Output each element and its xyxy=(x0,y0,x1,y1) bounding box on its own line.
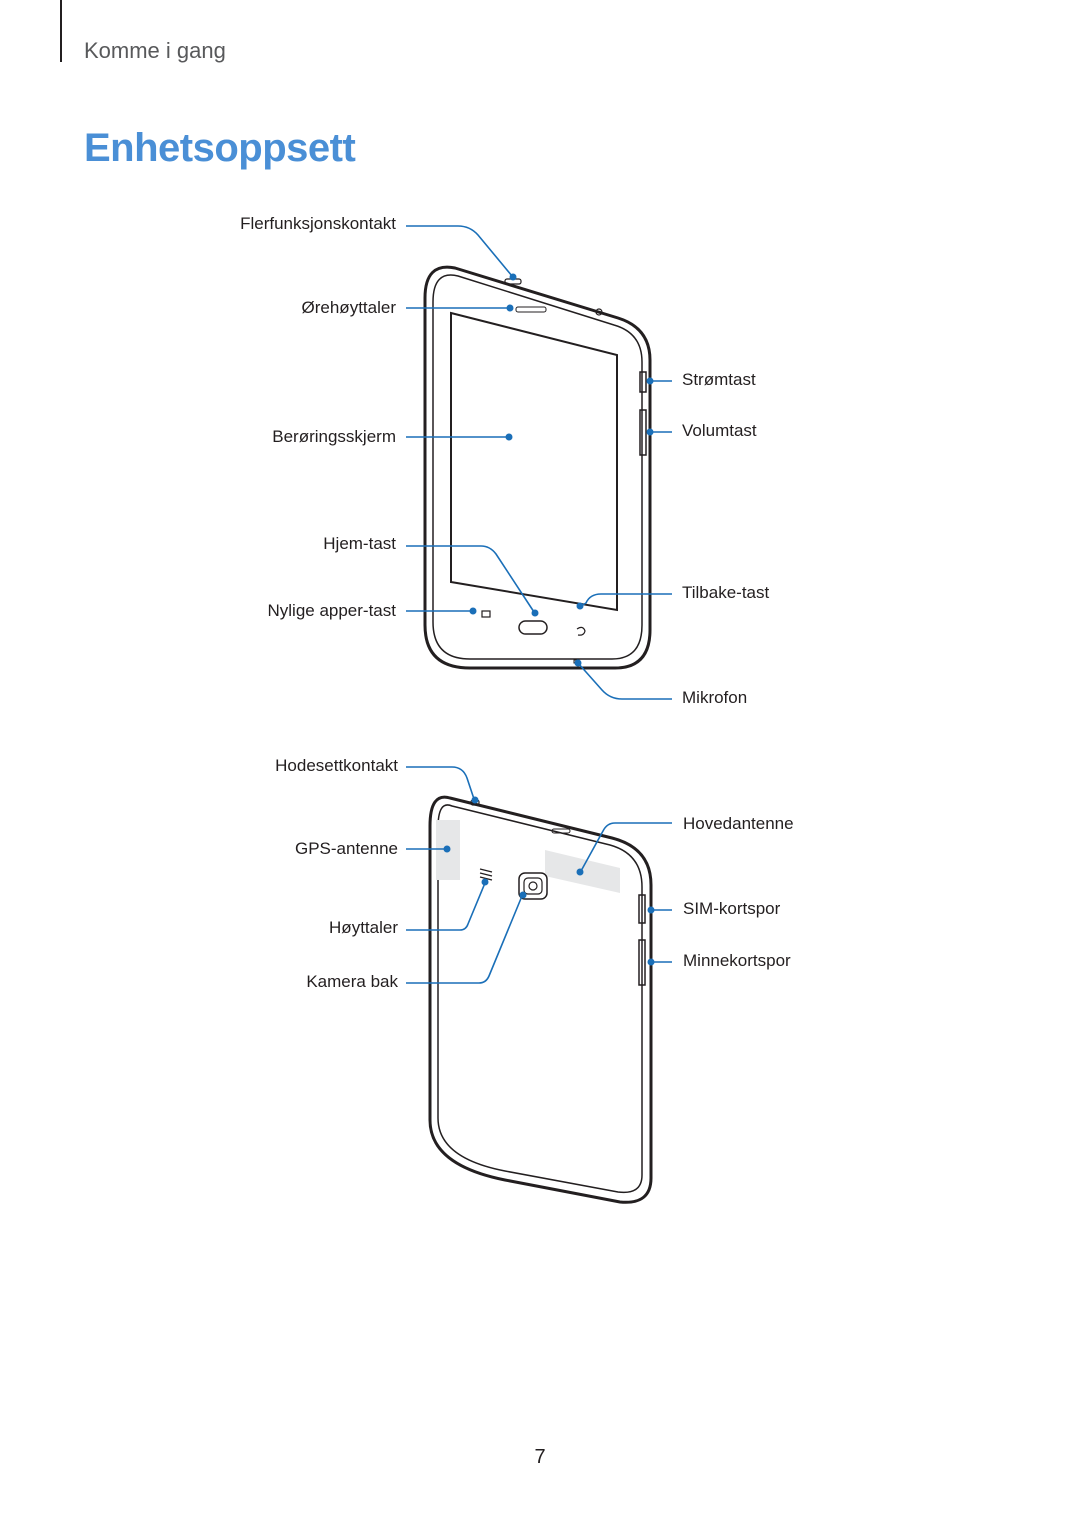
callout-lines xyxy=(406,225,672,984)
callout-main-antenna xyxy=(580,822,672,872)
camera-module xyxy=(518,872,548,900)
dot-power xyxy=(646,377,654,385)
front-outer-body xyxy=(423,265,652,670)
back-inner-edge xyxy=(437,804,643,1194)
camera-lens xyxy=(528,881,538,891)
power-key-shape xyxy=(639,371,647,393)
dot-back xyxy=(576,602,584,610)
dot-camera xyxy=(519,891,527,899)
page-number: 7 xyxy=(534,1446,546,1468)
volume-key-shape xyxy=(639,409,647,456)
label-microphone: Mikrofon xyxy=(682,688,748,707)
dot-memory xyxy=(647,958,655,966)
earpiece-grille xyxy=(515,306,547,313)
callout-camera xyxy=(406,895,523,984)
front-inner-bezel xyxy=(432,274,643,660)
home-key-shape xyxy=(518,620,548,635)
label-memory-card-slot: Minnekortspor xyxy=(683,951,791,970)
dot-recent xyxy=(469,607,477,615)
dot-main-antenna xyxy=(576,868,584,876)
label-touchscreen: Berøringsskjerm xyxy=(272,427,396,446)
dot-home xyxy=(531,609,539,617)
label-rear-camera: Kamera bak xyxy=(306,972,398,991)
label-main-antenna: Hovedantenne xyxy=(683,814,794,833)
label-volume-key: Volumtast xyxy=(682,421,757,440)
dot-speaker xyxy=(481,878,489,886)
back-tablet xyxy=(428,795,653,1204)
label-gps-antenna: GPS-antenne xyxy=(294,839,398,858)
callout-multipurpose xyxy=(406,225,513,277)
dot-earpiece xyxy=(506,304,514,312)
dot-mic xyxy=(574,659,582,667)
callout-home xyxy=(406,545,535,613)
callout-back xyxy=(580,593,672,607)
label-speaker: Høyttaler xyxy=(329,918,398,937)
front-screen xyxy=(450,311,618,612)
front-tablet xyxy=(423,265,652,670)
label-power-key: Strømtast xyxy=(682,370,756,389)
memory-slot-shape xyxy=(638,939,646,986)
camera-lens-ring xyxy=(523,877,543,895)
margin-bar xyxy=(60,0,62,62)
label-back-key: Tilbake-tast xyxy=(682,583,770,602)
page-title: Enhetsoppsett xyxy=(84,126,356,170)
dot-sim xyxy=(647,906,655,914)
section-header: Komme i gang xyxy=(84,38,226,63)
callout-speaker xyxy=(406,882,486,931)
dot-multipurpose xyxy=(509,273,517,281)
label-multipurpose-jack: Flerfunksjonskontakt xyxy=(240,214,396,233)
dot-volume xyxy=(646,428,654,436)
back-key-shape xyxy=(576,626,586,636)
sim-slot-shape xyxy=(638,894,646,924)
top-sensor xyxy=(595,308,603,316)
label-recent-apps-key: Nylige apper-tast xyxy=(267,601,396,620)
callout-mic xyxy=(577,662,672,700)
label-earpiece: Ørehøyttaler xyxy=(301,298,396,317)
speaker-grille xyxy=(479,868,493,881)
callout-dots xyxy=(443,273,655,966)
dot-headset xyxy=(471,796,479,804)
dot-gps xyxy=(443,845,451,853)
top-edge-slot xyxy=(551,828,571,834)
label-sim-slot: SIM-kortspor xyxy=(683,899,781,918)
label-home-key: Hjem-tast xyxy=(323,534,396,553)
callout-headset xyxy=(406,766,475,800)
label-headset-jack: Hodesettkontakt xyxy=(275,756,398,775)
recent-apps-shape xyxy=(481,610,491,618)
back-outer-body xyxy=(428,795,653,1204)
dot-touchscreen xyxy=(505,433,513,441)
